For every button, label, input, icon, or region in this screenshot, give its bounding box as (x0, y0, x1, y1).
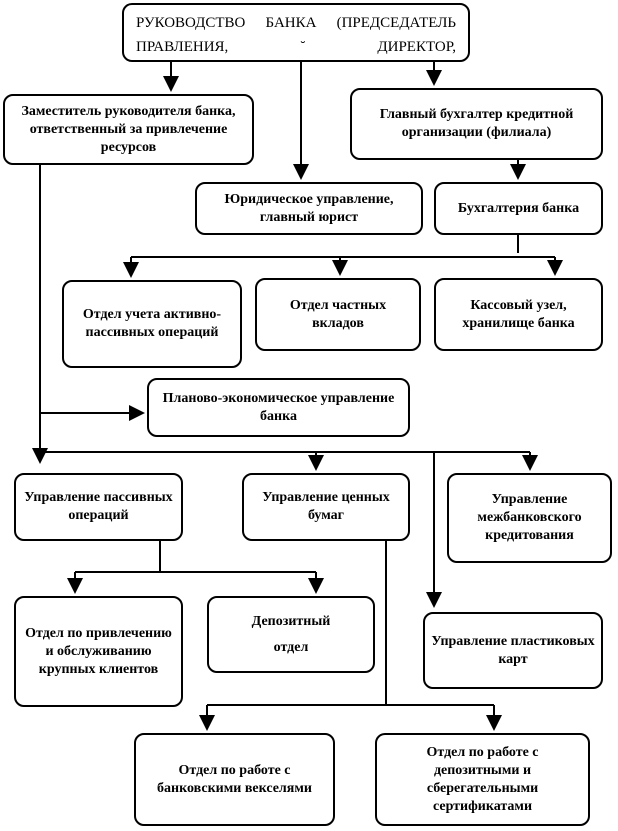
head-line2: ПРАВЛЕНИЯ, ˘ ДИРЕКТОР, (136, 39, 456, 55)
legal-box: Юридическое управление, главный юрист (195, 182, 423, 235)
cash-box: Кассовый узел, хранилище банка (434, 278, 603, 351)
accounting-box: Бухгалтерия банка (434, 182, 603, 235)
securities-box: Управление ценных бумаг (242, 473, 410, 541)
interbank-box: Управление межбанковского кредитования (447, 473, 612, 563)
passive-ops-box: Управление пассивных операций (14, 473, 183, 541)
planning-box: Планово-экономическое управление банка (147, 378, 410, 437)
certificates-box: Отдел по работе с депозитными и сберегат… (375, 733, 590, 826)
deposit-dept-box: Депозитный отдел (207, 596, 375, 673)
asset-liability-box: Отдел учета активно-пассивных операций (62, 280, 242, 368)
private-deposits-box: Отдел частных вкладов (255, 278, 421, 351)
large-clients-box: Отдел по привлечению и обслуживанию круп… (14, 596, 183, 707)
chief-accountant-box: Главный бухгалтер кредитной организации … (350, 88, 603, 160)
plastic-cards-box: Управление пластиковых карт (423, 612, 603, 689)
bank-management-box: РУКОВОДСТВО БАНКА (ПРЕДСЕДАТЕЛЬ ПРАВЛЕНИ… (122, 3, 470, 62)
deputy-box: Заместитель руководителя банка, ответств… (3, 94, 254, 165)
head-line1: РУКОВОДСТВО БАНКА (ПРЕДСЕДАТЕЛЬ (136, 15, 456, 31)
bills-box: Отдел по работе с банковскими векселями (134, 733, 335, 826)
